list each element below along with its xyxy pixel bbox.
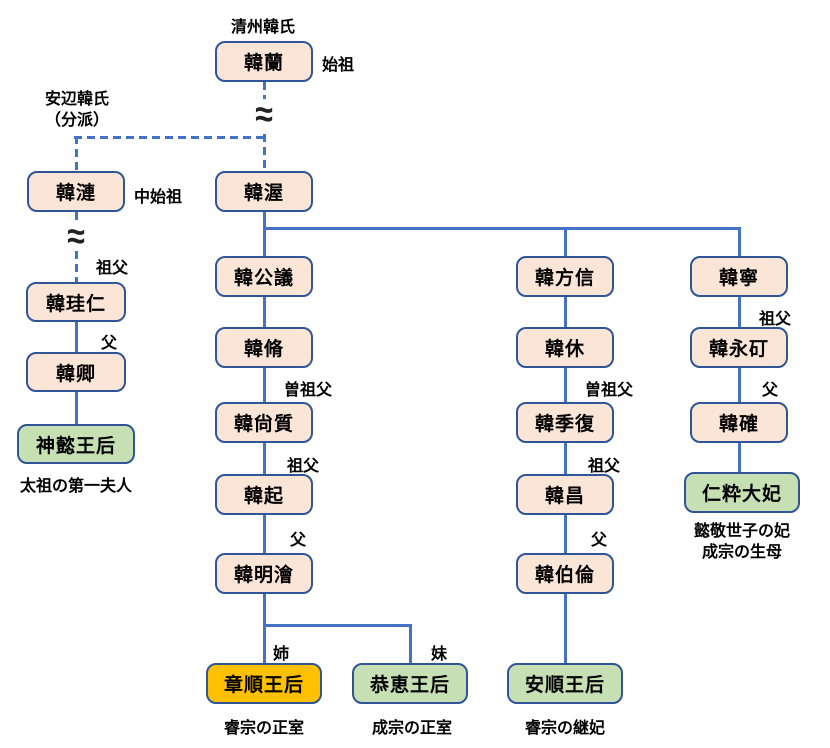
connector-sister-drop <box>408 624 412 664</box>
node-han-aku: 韓渥 <box>215 171 313 212</box>
role-label-father-col2: 父 <box>290 532 307 549</box>
clan-title-cheongju: 清州韓氏 <box>231 19 296 36</box>
generation-skip-symbol: ≈ <box>58 218 94 254</box>
caption-jinsui-line2: 成宗の生母 <box>701 544 782 561</box>
node-han-kogi: 韓公議 <box>215 256 313 297</box>
connector-column3 <box>563 227 567 663</box>
node-han-ren: 韓漣 <box>27 171 125 212</box>
caption-jinsui-line1: 懿敬世子の妃 <box>693 523 790 540</box>
node-han-kifuku: 韓季復 <box>516 402 614 443</box>
role-label-mid-founder: 中始祖 <box>134 189 183 206</box>
node-queen-anjun: 安順王后 <box>507 663 623 704</box>
node-han-sho: 韓昌 <box>516 474 614 515</box>
node-queen-jinsui: 仁粋大妃 <box>684 472 800 513</box>
role-label-great-grandfather-col2: 曽祖父 <box>284 382 333 399</box>
role-label-great-grandfather-col3: 曽祖父 <box>585 382 634 399</box>
node-han-ran: 韓蘭 <box>215 41 313 82</box>
node-han-keijin: 韓珪仁 <box>26 282 126 322</box>
clan-title-anbyon: 安辺韓氏 （分派） <box>17 89 137 131</box>
clan-title-anbyon-line2: （分派） <box>44 112 109 129</box>
dashed-connector-hanren-top <box>74 136 78 172</box>
caption-jinsui: 懿敬世子の妃 成宗の生母 <box>672 521 812 563</box>
role-label-grandfather-col3: 祖父 <box>588 458 621 475</box>
role-label-father-col4: 父 <box>762 382 779 399</box>
role-label-grandfather-col4: 祖父 <box>759 311 792 328</box>
connector-sisters-horizontal <box>262 624 412 627</box>
node-han-shoshitsu: 韓尙質 <box>215 402 313 443</box>
role-label-younger-sister: 妹 <box>431 646 448 663</box>
role-label-elder-sister: 姉 <box>273 646 290 663</box>
node-han-shu: 韓脩 <box>215 327 313 368</box>
caption-anjun: 睿宗の継妃 <box>524 720 605 737</box>
node-han-hakurin: 韓伯倫 <box>516 553 614 594</box>
node-queen-kyokei: 恭恵王后 <box>352 663 468 704</box>
node-han-kyu: 韓休 <box>516 327 614 368</box>
role-label-father-col3: 父 <box>591 532 608 549</box>
role-label-grandfather-col2: 祖父 <box>287 458 320 475</box>
node-han-kaku: 韓確 <box>690 402 788 443</box>
role-label-founder: 始祖 <box>322 57 355 74</box>
clan-title-anbyon-line1: 安辺韓氏 <box>44 91 109 108</box>
node-han-meikai: 韓明澮 <box>215 553 313 594</box>
node-han-eitei: 韓永矴 <box>690 327 788 368</box>
node-han-kyo: 韓卿 <box>26 352 126 392</box>
caption-kyokei: 成宗の正室 <box>371 720 452 737</box>
caption-shojun: 睿宗の正室 <box>223 720 304 737</box>
connector-branch-horizontal <box>262 227 741 230</box>
role-label-grandfather-left: 祖父 <box>96 260 129 277</box>
generation-skip-symbol: ≈ <box>246 96 282 132</box>
dashed-connector-branch <box>74 136 264 139</box>
node-han-nei: 韓寧 <box>690 256 788 297</box>
role-label-father-left: 父 <box>101 335 118 352</box>
node-han-ki: 韓起 <box>215 474 313 515</box>
caption-shingi: 太祖の第一夫人 <box>19 478 132 495</box>
node-queen-shingi: 神懿王后 <box>17 424 135 464</box>
node-han-hoshin: 韓方信 <box>516 256 614 297</box>
node-queen-shojun: 章順王后 <box>206 663 322 704</box>
